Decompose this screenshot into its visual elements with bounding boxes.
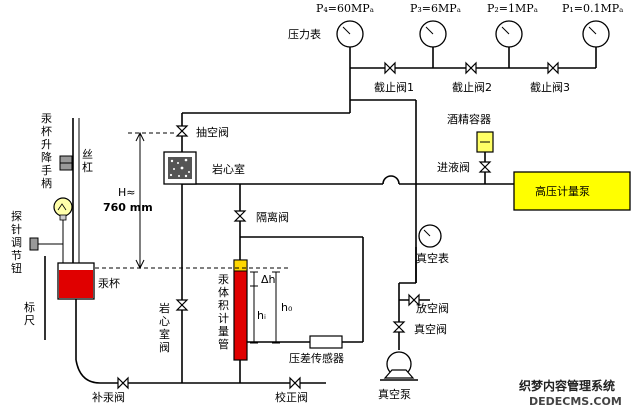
vacuum-valve-top-icon <box>175 125 189 137</box>
mercury-tube-label-1: 汞 <box>218 273 229 286</box>
cup-handle-label-1: 汞 <box>41 112 52 125</box>
isolation-valve-icon <box>233 210 247 222</box>
probe-bulb-icon <box>53 197 73 263</box>
height-dimension <box>95 131 290 270</box>
stop-valve-3-icon <box>547 61 559 75</box>
cup-handle-label-3: 升 <box>41 138 52 151</box>
bottom-pipe <box>75 298 326 384</box>
mercury-tube-label-2: 体 <box>218 285 229 299</box>
mercury-tube-label-5: 量 <box>218 325 229 338</box>
core-valve-label-1: 岩 <box>159 301 170 315</box>
screw-rod-label-2: 杠 <box>82 161 93 174</box>
gauge-p1-needle <box>588 26 597 35</box>
stop-valve-2-icon <box>465 61 477 75</box>
mercury-tube-label-3: 积 <box>218 299 229 312</box>
watermark-text-1: 织梦内容管理系统 <box>519 378 615 393</box>
gauge-p4-needle <box>342 26 351 35</box>
mercury-tube-label-4: 计 <box>218 312 229 325</box>
core-chamber-label: 岩心室 <box>212 162 245 176</box>
scale-label-2: 尺 <box>24 314 35 327</box>
probe-knob-label-1: 探 <box>11 210 22 223</box>
diff-sensor-box <box>309 335 343 349</box>
height-value: 760 mm <box>103 201 153 214</box>
hi-label: hᵢ <box>257 309 266 322</box>
gauge-group <box>336 20 610 48</box>
probe-knob-icon <box>29 237 39 251</box>
stop-valve-1-icon <box>384 61 396 75</box>
gauge-p1-label: P₁=0.1MPₐ <box>562 2 623 15</box>
stop-valve-1-label: 截止阀1 <box>374 80 414 94</box>
vacuum-pump-icon <box>380 351 418 381</box>
scale-label-1: 标 <box>24 300 35 314</box>
vacuum-valve-top-label: 抽空阀 <box>196 125 229 139</box>
probe-knob-label-5: 钮 <box>11 261 22 275</box>
stop-valve-3-label: 截止阀3 <box>530 80 570 94</box>
probe-knob-label-2: 针 <box>11 222 22 236</box>
inlet-valve-icon <box>478 161 492 173</box>
probe-knob-label-3: 调 <box>11 236 22 249</box>
core-sample-texture <box>169 158 190 178</box>
h0-label: h₀ <box>281 301 293 314</box>
cup-handle-label-6: 柄 <box>41 177 52 190</box>
probe-knob-label-4: 节 <box>11 249 22 262</box>
core-sample-icon <box>168 157 192 179</box>
calib-valve-icon <box>289 376 301 390</box>
fill-valve-icon <box>117 376 129 390</box>
cup-handle-label-4: 降 <box>41 150 52 164</box>
vacuum-valve-label: 真空阀 <box>414 322 447 336</box>
cup-handle-label-2: 杯 <box>41 124 52 138</box>
gauge-p4-label: P₄=60MPₐ <box>316 2 374 15</box>
diff-sensor-label: 压差传感器 <box>289 351 344 365</box>
mercury-tube-label-6: 管 <box>218 337 229 351</box>
watermark-text-2: DEDECMS.COM <box>529 395 622 408</box>
gauge-p2-label: P₂=1MPₐ <box>487 2 538 15</box>
vent-valve-icon <box>408 293 420 307</box>
fill-valve-label: 补汞阀 <box>92 390 125 404</box>
pump-box <box>513 171 631 211</box>
mercury-cup-icon <box>57 262 95 300</box>
isolation-valve-label: 隔离阀 <box>256 210 289 224</box>
core-valve-label-4: 阀 <box>159 340 170 354</box>
core-valve-label-2: 心 <box>159 315 170 328</box>
vacuum-gauge-needle <box>423 229 431 237</box>
gauge-p2-needle <box>501 26 510 35</box>
mercury-tube-top <box>233 259 248 272</box>
height-label: H≈ <box>118 186 136 199</box>
vacuum-pump-label: 真空泵 <box>378 387 411 401</box>
sensor-pipes <box>240 236 364 343</box>
alcohol-container-label: 酒精容器 <box>447 112 491 126</box>
pump-label: 高压计量泵 <box>535 184 590 198</box>
inlet-valve-label: 进液阀 <box>437 160 470 174</box>
main-pipe <box>182 175 514 185</box>
vacuum-valve-icon <box>392 321 406 333</box>
screw-rod-label-1: 丝 <box>82 148 93 161</box>
core-valve-label-3: 室 <box>159 327 170 341</box>
gauge-p3-needle <box>425 26 434 35</box>
vent-valve-label: 放空阀 <box>416 301 449 315</box>
core-chamber-valve-icon <box>175 299 189 311</box>
mercury-tube <box>233 259 248 361</box>
pressure-gauge-label: 压力表 <box>288 27 321 41</box>
mercury-cup-label: 汞杯 <box>98 276 120 290</box>
stop-valve-2-label: 截止阀2 <box>452 80 492 94</box>
height-markers <box>250 271 280 344</box>
calib-valve-label: 校正阀 <box>275 390 308 404</box>
gauge-p3-label: P₃=6MPₐ <box>410 2 461 15</box>
vacuum-gauge-label: 真空表 <box>416 251 449 265</box>
delta-h-label: Δh <box>261 273 276 286</box>
cup-handle-label-5: 手 <box>41 163 52 177</box>
